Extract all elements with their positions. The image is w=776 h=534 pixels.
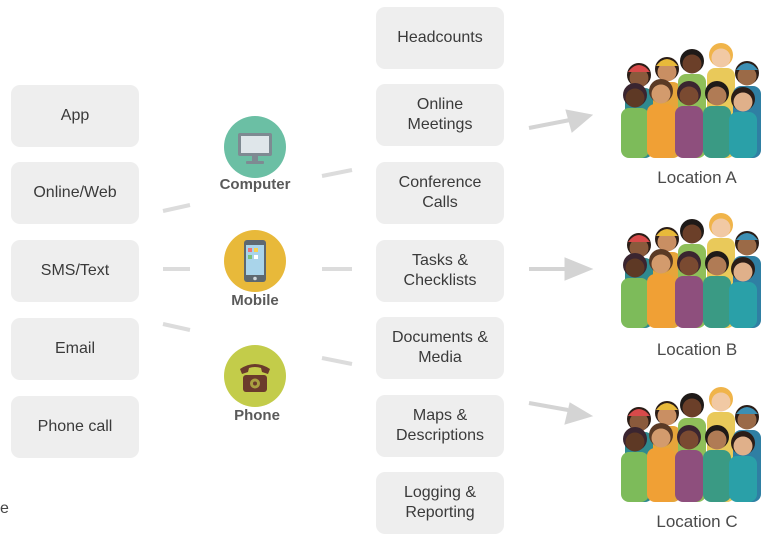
channel-online-web: Online/Web	[11, 162, 139, 224]
feature-online-meetings: Online Meetings	[376, 84, 504, 146]
feature-maps-descriptions: Maps & Descriptions	[376, 395, 504, 457]
mobile-device	[224, 230, 286, 292]
arrow-location-b-head	[564, 257, 594, 281]
feature-label: Documents & Media	[391, 329, 489, 366]
feature-conference-calls: Conference Calls	[376, 162, 504, 224]
channel-label: App	[60, 107, 90, 124]
channel-email: Email	[11, 318, 139, 380]
feature-label: Tasks & Checklists	[403, 252, 477, 289]
people-group-icon	[617, 208, 776, 328]
channel-app: App	[11, 85, 139, 147]
smartphone-icon	[244, 240, 266, 282]
channel-label: SMS/Text	[40, 262, 110, 279]
channel-sms-text: SMS/Text	[11, 240, 139, 302]
telephone-icon	[240, 364, 270, 392]
feature-label: Online Meetings	[407, 96, 473, 133]
channel-label: Online/Web	[33, 184, 117, 201]
location-label-a: Location A	[657, 168, 737, 187]
channel-phone-call: Phone call	[11, 396, 139, 458]
location-label-c: Location C	[656, 512, 738, 531]
device-label-computer: Computer	[219, 176, 291, 193]
arrow-location-c-head	[564, 402, 594, 425]
feature-headcounts: Headcounts	[376, 7, 504, 69]
arrow-location-a-shaft	[528, 118, 571, 130]
feature-documents-media: Documents & Media	[376, 317, 504, 379]
monitor-icon	[238, 133, 272, 164]
connector-phone-features	[321, 356, 353, 366]
feature-label: Logging & Reporting	[403, 484, 477, 521]
arrow-location-c-shaft	[528, 401, 569, 412]
channel-label: Phone call	[37, 418, 113, 435]
feature-logging-reporting: Logging & Reporting	[376, 472, 504, 534]
feature-label: Maps & Descriptions	[395, 407, 485, 444]
feature-label: Headcounts	[397, 29, 483, 46]
people-group-icon	[617, 38, 776, 158]
stray-text: e	[0, 500, 9, 517]
arrow-location-a-head	[565, 109, 594, 133]
connector-online-computer	[162, 203, 191, 213]
computer-device	[224, 116, 286, 178]
feature-label: Conference Calls	[398, 174, 482, 211]
feature-tasks-checklists: Tasks & Checklists	[376, 240, 504, 302]
connector-email-phone	[162, 322, 191, 332]
channel-label: Email	[54, 340, 95, 357]
device-label-mobile: Mobile	[231, 292, 279, 309]
device-label-phone: Phone	[234, 407, 280, 424]
location-label-b: Location B	[656, 340, 738, 359]
connector-computer-features	[321, 168, 353, 178]
people-group-icon	[617, 382, 776, 502]
phone-device	[224, 345, 286, 407]
